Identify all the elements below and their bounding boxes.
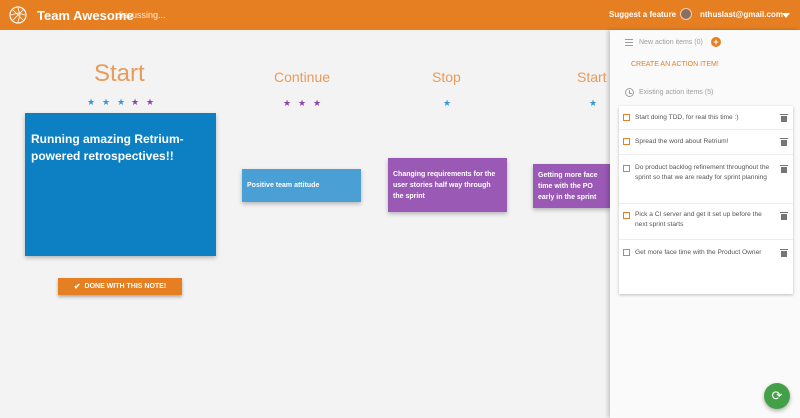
item-text: Do product backlog refinement throughout… bbox=[635, 164, 770, 181]
highlighted-note[interactable]: Running amazing Retrium-powered retrospe… bbox=[25, 113, 216, 256]
check-icon: ✔ bbox=[73, 282, 81, 291]
plus-icon[interactable]: + bbox=[711, 37, 721, 47]
item-checkbox[interactable] bbox=[623, 138, 630, 145]
vote-star-icon: ★ bbox=[298, 98, 307, 108]
vote-star-icon: ★ bbox=[443, 98, 452, 108]
existing-items-label: Existing action items (5) bbox=[639, 89, 714, 96]
note-card[interactable]: Changing requirements for the user stori… bbox=[388, 158, 507, 212]
item-checkbox[interactable] bbox=[623, 114, 630, 121]
list-icon bbox=[625, 39, 633, 48]
column-title-start: Start bbox=[94, 60, 145, 87]
stage-status: discussing... bbox=[116, 10, 166, 20]
vote-star-icon: ★ bbox=[283, 98, 292, 108]
trash-icon[interactable] bbox=[780, 138, 788, 146]
list-item[interactable]: Pick a CI server and get it set up befor… bbox=[619, 204, 793, 240]
vote-star-icon: ★ bbox=[102, 97, 111, 107]
note-card[interactable]: Positive team attitude bbox=[242, 169, 361, 202]
action-items-panel: New action items (0) + CREATE AN ACTION … bbox=[610, 30, 800, 418]
done-button-label: DONE WITH THIS NOTE! bbox=[84, 283, 167, 290]
suggest-feature-link[interactable]: Suggest a feature bbox=[609, 10, 677, 19]
trash-icon[interactable] bbox=[780, 114, 788, 122]
user-email[interactable]: nthuslast@gmail.com bbox=[700, 10, 783, 19]
refresh-icon[interactable]: ⟳ bbox=[764, 383, 790, 409]
item-text: Spread the word about Retrium! bbox=[635, 138, 729, 145]
item-text: Pick a CI server and get it set up befor… bbox=[635, 211, 762, 228]
trash-icon[interactable] bbox=[780, 165, 788, 173]
vote-star-icon: ★ bbox=[131, 97, 140, 107]
column-title-stop: Stop bbox=[432, 69, 461, 85]
action-items-list: Start doing TDD, for real this time :) S… bbox=[619, 106, 793, 294]
column-title-start-2: Start bbox=[577, 69, 607, 85]
item-checkbox[interactable] bbox=[623, 249, 630, 256]
item-text: Get more face time with the Product Owne… bbox=[635, 249, 762, 256]
create-action-item-link[interactable]: CREATE AN ACTION ITEM! bbox=[631, 61, 719, 68]
trash-icon[interactable] bbox=[780, 249, 788, 257]
vote-star-icon: ★ bbox=[117, 97, 126, 107]
vote-star-icon: ★ bbox=[313, 98, 322, 108]
vote-star-icon: ★ bbox=[146, 97, 155, 107]
list-item[interactable]: Get more face time with the Product Owne… bbox=[619, 240, 793, 265]
item-checkbox[interactable] bbox=[623, 165, 630, 172]
trash-icon[interactable] bbox=[780, 212, 788, 220]
vote-star-icon: ★ bbox=[87, 97, 96, 107]
logo-icon[interactable] bbox=[9, 6, 27, 24]
list-item[interactable]: Start doing TDD, for real this time :) bbox=[619, 106, 793, 130]
vote-star-icon: ★ bbox=[589, 98, 598, 108]
note-text: Getting more face time with the PO early… bbox=[538, 171, 598, 201]
team-name: Team Awesome bbox=[37, 8, 134, 23]
top-bar: Team Awesome discussing... Suggest a fea… bbox=[0, 0, 800, 30]
chevron-down-icon[interactable] bbox=[782, 13, 790, 18]
list-item[interactable]: Do product backlog refinement throughout… bbox=[619, 155, 793, 204]
clock-icon bbox=[625, 88, 634, 97]
new-items-label: New action items (0) bbox=[639, 39, 703, 46]
list-item[interactable]: Spread the word about Retrium! bbox=[619, 130, 793, 155]
item-checkbox[interactable] bbox=[623, 212, 630, 219]
done-with-note-button[interactable]: ✔ DONE WITH THIS NOTE! bbox=[58, 278, 182, 295]
note-card[interactable]: Getting more face time with the PO early… bbox=[533, 164, 610, 208]
item-text: Start doing TDD, for real this time :) bbox=[635, 114, 739, 121]
avatar[interactable] bbox=[680, 8, 692, 20]
column-title-continue: Continue bbox=[274, 69, 331, 85]
